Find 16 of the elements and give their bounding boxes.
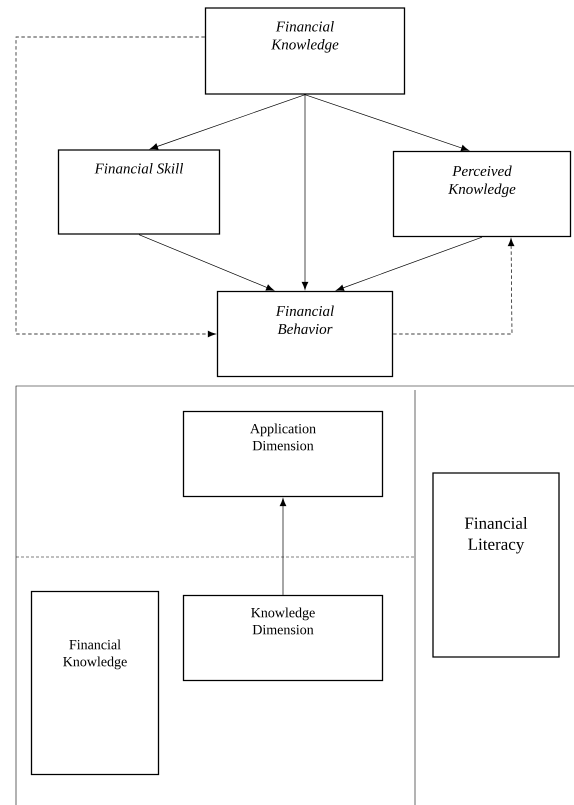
arrow <box>280 498 286 596</box>
arrow <box>336 236 482 291</box>
arrow <box>138 234 274 291</box>
dashed-arrow <box>16 36 216 338</box>
arrow <box>150 94 306 150</box>
concept-box: Financial Behavior <box>216 290 394 378</box>
concept-box: Knowledge Dimension <box>182 594 384 682</box>
concept-box: Application Dimension <box>182 410 384 498</box>
arrow <box>304 94 470 152</box>
concept-box: Financial Literacy <box>432 472 560 658</box>
arrow <box>302 94 308 290</box>
concept-box: Financial Skill <box>58 149 220 235</box>
concept-box: Perceived Knowledge <box>392 150 572 238</box>
concept-box: Financial Knowledge <box>204 7 406 95</box>
dashed-arrow <box>392 238 514 334</box>
concept-box: Financial Knowledge <box>30 590 160 776</box>
